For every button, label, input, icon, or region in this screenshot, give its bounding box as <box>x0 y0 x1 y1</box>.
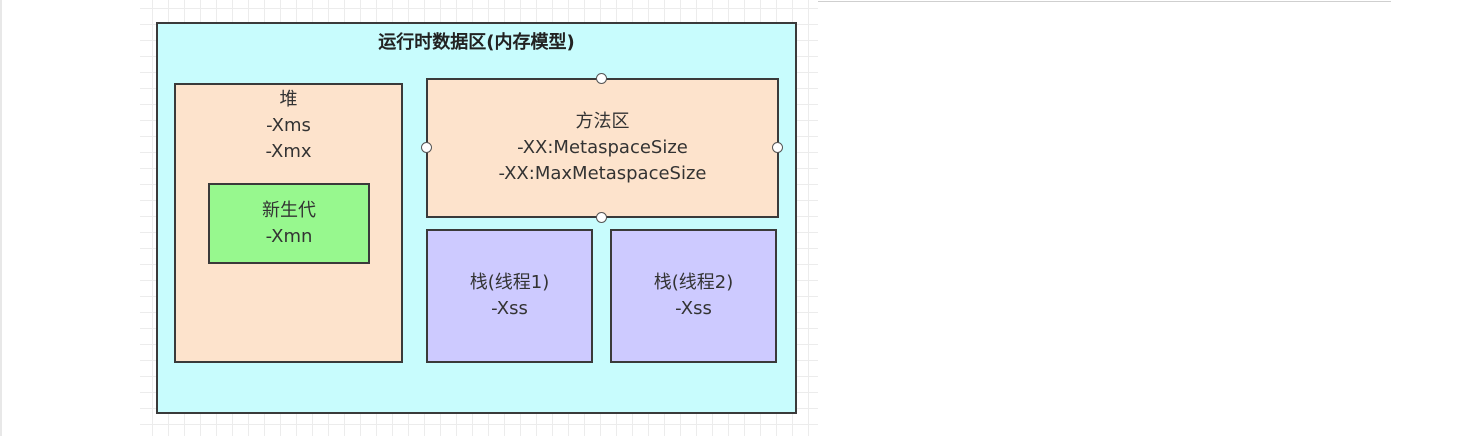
resize-handle-top[interactable] <box>596 73 607 84</box>
method-area-name: 方法区 <box>575 111 630 132</box>
stack-thread-1-xss: -Xss <box>491 298 528 319</box>
method-area-max-metaspace-size: -XX:MaxMetaspaceSize <box>498 163 707 184</box>
stack-thread-1-label: 栈(线程1) -Xss <box>428 231 591 361</box>
runtime-data-area-title: 运行时数据区(内存模型) <box>378 32 575 53</box>
stack-thread-2-name: 栈(线程2) <box>653 272 734 293</box>
stack-thread-2-label: 栈(线程2) -Xss <box>612 231 775 361</box>
heap-label-xms: -Xms <box>266 115 311 136</box>
method-area-label: 方法区 -XX:MetaspaceSize -XX:MaxMetaspaceSi… <box>428 80 777 216</box>
stack-thread-2-xss: -Xss <box>675 298 712 319</box>
stack-thread-2-box: 栈(线程2) -Xss <box>610 229 777 363</box>
stack-thread-1-box: 栈(线程1) -Xss <box>426 229 593 363</box>
heap-label: 堆 -Xms -Xmx <box>176 87 401 165</box>
method-area-box[interactable]: 方法区 -XX:MetaspaceSize -XX:MaxMetaspaceSi… <box>426 78 779 218</box>
page-left-border <box>0 0 2 436</box>
resize-handle-right[interactable] <box>772 142 783 153</box>
young-generation-box: 新生代 -Xmn <box>208 183 370 264</box>
stack-thread-1-name: 栈(线程1) <box>469 272 550 293</box>
top-rule <box>818 1 1391 2</box>
young-generation-label: 新生代 -Xmn <box>210 185 368 262</box>
resize-handle-bottom[interactable] <box>596 212 607 223</box>
young-generation-xmn: -Xmn <box>265 225 313 247</box>
method-area-metaspace-size: -XX:MetaspaceSize <box>517 137 688 158</box>
young-generation-name: 新生代 <box>262 199 316 221</box>
heap-label-name: 堆 <box>279 89 298 110</box>
resize-handle-left[interactable] <box>421 142 432 153</box>
heap-label-xmx: -Xmx <box>265 141 312 162</box>
